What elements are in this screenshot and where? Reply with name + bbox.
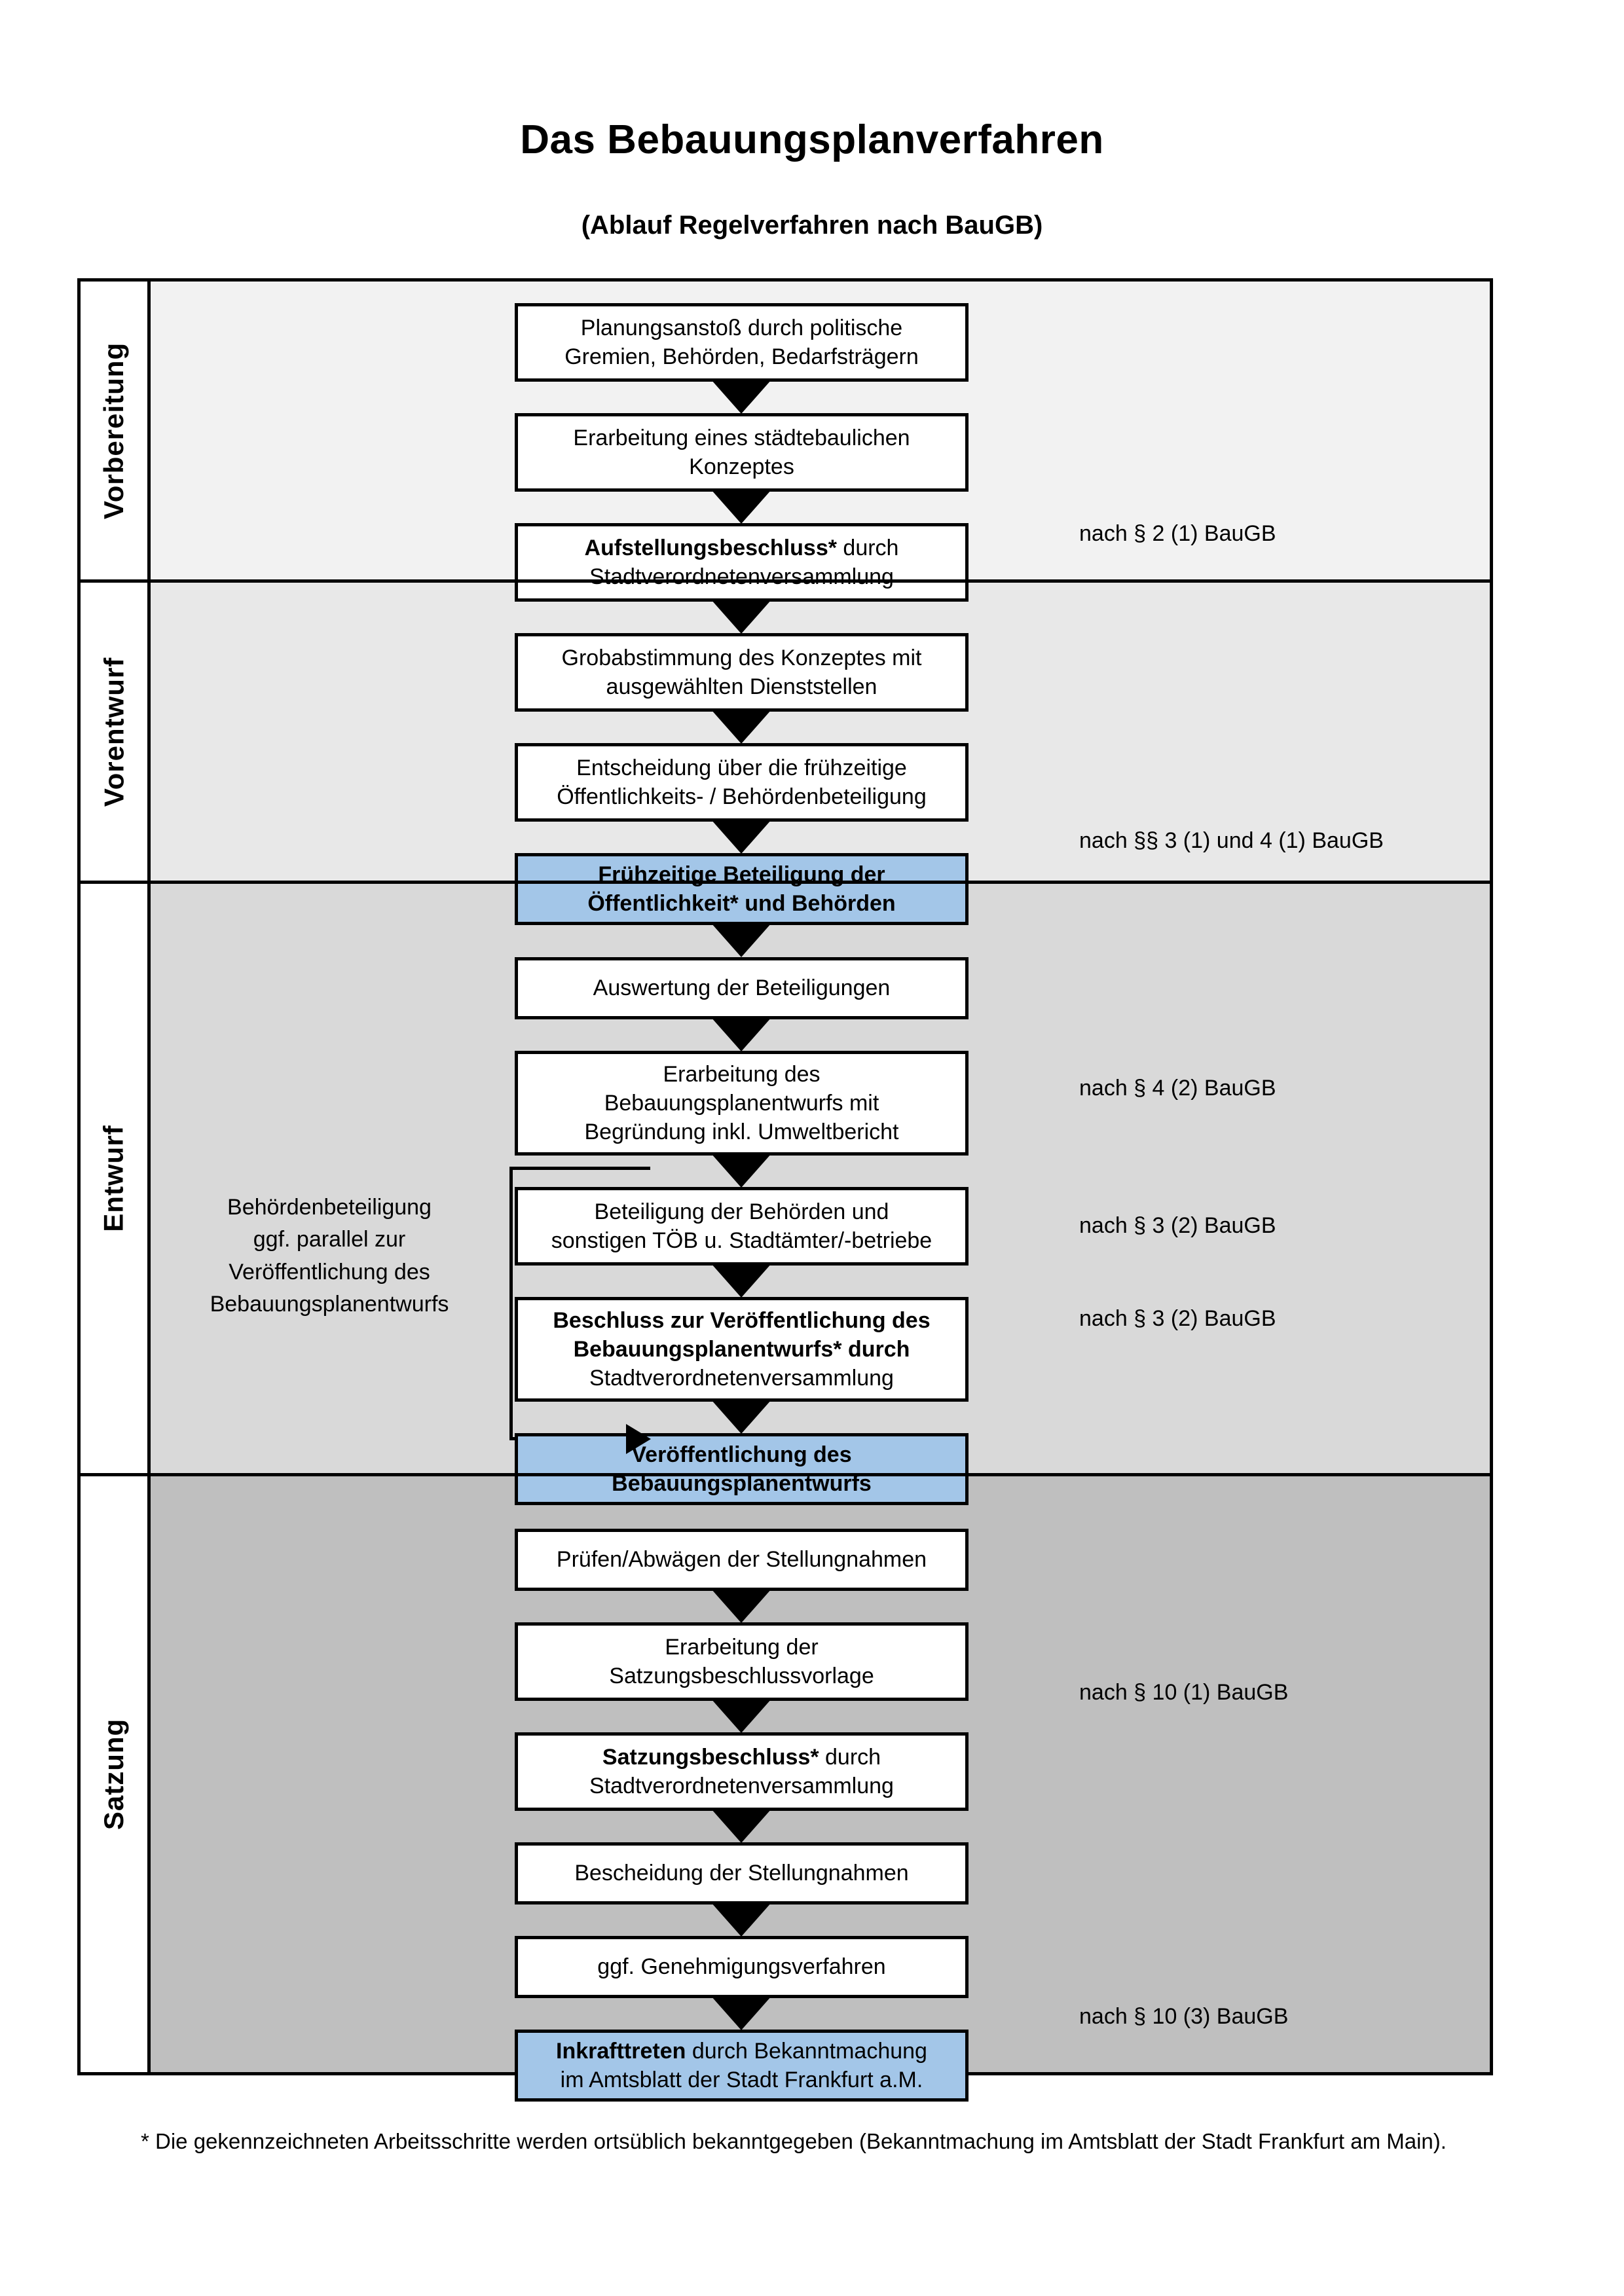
step-line: im Amtsblatt der Stadt Frankfurt a.M. — [560, 2068, 923, 2092]
flow-arrow — [711, 1589, 771, 1623]
phase-label-vorbereitung: Vorbereitung — [81, 282, 147, 579]
phase-label-entwurf: Entwurf — [81, 884, 147, 1473]
step-line: Entscheidung über die frühzeitige — [576, 755, 907, 780]
step-line: Erarbeitung eines städtebaulichen — [573, 425, 910, 450]
phase-label-text: Vorentwurf — [98, 657, 129, 807]
step-line: Gremien, Behörden, Bedarfsträgern — [564, 344, 919, 369]
step-line: Begründung inkl. Umweltbericht — [584, 1120, 899, 1145]
step-pruefen-abwaegen[interactable]: Prüfen/Abwägen der Stellungnahmen — [515, 1529, 969, 1591]
legal-note-par3-2-a: nach § 3 (2) BauGB — [1079, 1213, 1276, 1238]
flow-arrow — [711, 1017, 771, 1051]
step-line: ausgewählten Dienststellen — [606, 674, 877, 699]
step-line: Beteiligung der Behörden und — [594, 1199, 889, 1224]
step-line: Bebauungsplanentwurfs mit — [604, 1090, 879, 1116]
side-note-line: Behördenbeteiligung — [227, 1195, 432, 1220]
flow-arrow — [711, 490, 771, 524]
step-staedtebauliches-konzept[interactable]: Erarbeitung eines städtebaulichen Konzep… — [515, 413, 969, 492]
step-fruehzeitige-beteiligung[interactable]: Frühzeitige Beteiligung der Öffentlichke… — [515, 853, 969, 925]
page-subtitle: (Ablauf Regelverfahren nach BauGB) — [581, 211, 1043, 240]
step-line: Satzungsbeschlussvorlage — [609, 1664, 874, 1688]
step-line: Grobabstimmung des Konzeptes mit — [561, 645, 922, 670]
legal-note-par3-4-1: nach §§ 3 (1) und 4 (1) BauGB — [1079, 828, 1384, 853]
bypass-connector-arrowhead — [626, 1424, 651, 1454]
step-auswertung-beteiligungen[interactable]: Auswertung der Beteiligungen — [515, 957, 969, 1019]
step-line: Veröffentlichung des — [631, 1442, 852, 1467]
step-inkrafttreten[interactable]: Inkrafttreten durch Bekanntmachung im Am… — [515, 2030, 969, 2102]
step-aufstellungsbeschluss[interactable]: Aufstellungsbeschluss* durch Stadtverord… — [515, 523, 969, 602]
step-line: Stadtverordnetenversammlung — [589, 564, 894, 589]
flow-arrow — [711, 1154, 771, 1188]
step-entscheidung-fruehzeitige-beteiligung[interactable]: Entscheidung über die frühzeitige Öffent… — [515, 743, 969, 822]
step-line: Öffentlichkeit* und Behörden — [587, 891, 896, 916]
footnote: * Die gekennzeichneten Arbeitsschritte w… — [141, 2129, 1447, 2153]
side-note-line: Bebauungsplanentwurfs — [210, 1291, 449, 1317]
legal-note-par10-3: nach § 10 (3) BauGB — [1079, 2004, 1289, 2029]
step-erarbeitung-satzungsbeschlussvorlage[interactable]: Erarbeitung der Satzungsbeschlussvorlage — [515, 1622, 969, 1701]
step-line-rest: durch — [843, 535, 899, 560]
label-column-divider — [147, 282, 151, 2072]
phase-band-vorentwurf: Vorentwurf — [81, 583, 1490, 884]
step-line: ggf. Genehmigungsverfahren — [597, 1954, 886, 1980]
step-line-bold: Bebauungsplanentwurfs* durch — [573, 1336, 910, 1362]
flow-arrow — [711, 1699, 771, 1733]
phase-divider — [81, 1473, 1490, 1476]
legal-note-par4-2: nach § 4 (2) BauGB — [1079, 1076, 1276, 1101]
flow-arrow — [711, 1264, 771, 1298]
step-planungsanstoss[interactable]: Planungsanstoß durch politische Gremien,… — [515, 303, 969, 382]
step-veroeffentlichung-bebauungsplanentwurf[interactable]: Veröffentlichung des Bebauungsplanentwur… — [515, 1433, 969, 1505]
phase-divider — [81, 579, 1490, 583]
flowchart-frame: Vorbereitung Vorentwurf Entwurf Satzung — [77, 278, 1493, 2102]
flow-arrow — [711, 1400, 771, 1434]
step-line: Auswertung der Beteiligungen — [593, 975, 891, 1001]
step-beschluss-veroeffentlichung[interactable]: Beschluss zur Veröffentlichung des Bebau… — [515, 1297, 969, 1402]
step-line-bold: Satzungsbeschluss* — [602, 1744, 819, 1770]
step-line: Stadtverordnetenversammlung — [589, 1366, 894, 1391]
flow-arrow — [711, 820, 771, 854]
phase-label-text: Vorbereitung — [98, 342, 130, 519]
phase-label-text: Satzung — [98, 1718, 130, 1831]
phase-label-satzung: Satzung — [81, 1476, 147, 2072]
step-line: Planungsanstoß durch politische — [580, 315, 903, 340]
legal-note-par3-2-b: nach § 3 (2) BauGB — [1079, 1306, 1276, 1331]
side-note-line: Veröffentlichung des — [229, 1259, 430, 1285]
step-line: Erarbeitung des — [663, 1061, 821, 1087]
flow-arrow — [711, 1903, 771, 1937]
bypass-connector-vertical — [509, 1167, 513, 1440]
step-line-rest: durch — [825, 1744, 881, 1770]
phase-label-text: Entwurf — [98, 1125, 129, 1232]
step-line: Bescheidung der Stellungnahmen — [574, 1861, 909, 1886]
step-line: Erarbeitung der — [665, 1634, 819, 1660]
step-line: Prüfen/Abwägen der Stellungnahmen — [556, 1547, 927, 1573]
flow-arrow — [711, 1996, 771, 2030]
phase-divider — [81, 881, 1490, 884]
step-line: Stadtverordnetenversammlung — [589, 1774, 894, 1798]
step-line: Konzeptes — [689, 454, 794, 479]
flow-arrow — [711, 710, 771, 744]
step-line-rest: durch Bekanntmachung — [692, 2038, 927, 2064]
bypass-connector-top — [509, 1167, 650, 1170]
step-line: Öffentlichkeits- / Behördenbeteiligung — [557, 784, 927, 809]
step-bescheidung-stellungnahmen[interactable]: Bescheidung der Stellungnahmen — [515, 1842, 969, 1904]
flow-arrow — [711, 600, 771, 634]
side-note-line: ggf. parallel zur — [253, 1227, 406, 1252]
legal-note-par10-1: nach § 10 (1) BauGB — [1079, 1680, 1289, 1705]
phase-band-background — [151, 583, 1490, 881]
step-line: sonstigen TÖB u. Stadtämter/-betriebe — [551, 1228, 932, 1253]
step-erarbeitung-bebauungsplanentwurf[interactable]: Erarbeitung des Bebauungsplanentwurfs mi… — [515, 1051, 969, 1156]
phase-label-vorentwurf: Vorentwurf — [81, 583, 147, 881]
flow-arrow — [711, 923, 771, 957]
step-beteiligung-behoerden-toeb[interactable]: Beteiligung der Behörden und sonstigen T… — [515, 1187, 969, 1266]
step-line-bold: Aufstellungsbeschluss* — [584, 535, 837, 560]
legal-note-par2-1: nach § 2 (1) BauGB — [1079, 521, 1276, 546]
step-satzungsbeschluss[interactable]: Satzungsbeschluss* durch Stadtverordnete… — [515, 1732, 969, 1811]
flow-arrow — [711, 1809, 771, 1843]
flow-arrow — [711, 380, 771, 414]
page-title: Das Bebauungsplanverfahren — [520, 117, 1104, 162]
side-note-behoerdenbeteiligung: Behördenbeteiligung ggf. parallel zur Ve… — [172, 1192, 487, 1321]
step-genehmigungsverfahren[interactable]: ggf. Genehmigungsverfahren — [515, 1936, 969, 1998]
step-line-bold: Inkrafttreten — [556, 2038, 686, 2064]
step-line-bold: Beschluss zur Veröffentlichung des — [553, 1307, 931, 1333]
step-grobabstimmung[interactable]: Grobabstimmung des Konzeptes mit ausgewä… — [515, 633, 969, 712]
